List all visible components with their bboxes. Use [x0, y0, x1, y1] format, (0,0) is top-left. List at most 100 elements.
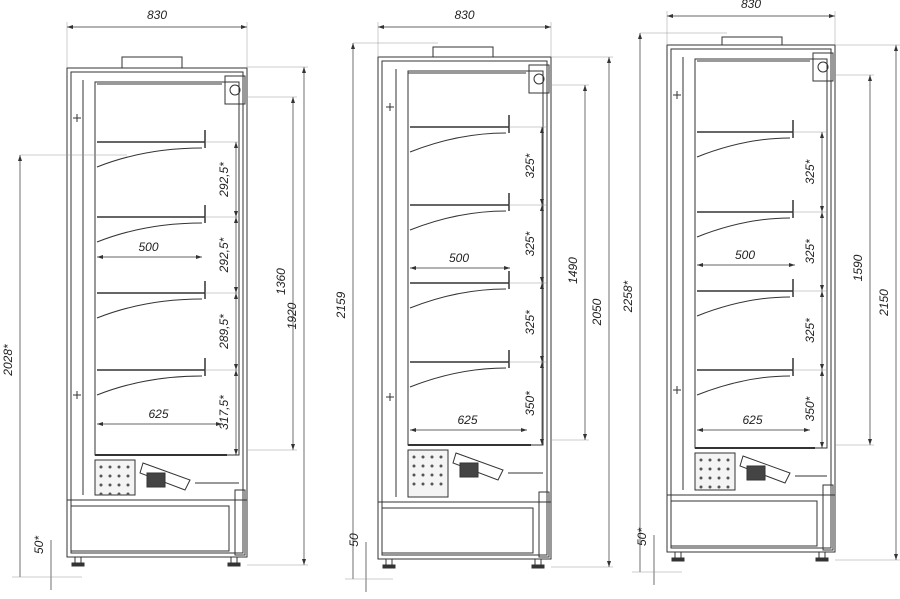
inner-height-label: 1590	[851, 254, 865, 281]
deck-depth-label: 625	[742, 413, 762, 427]
panel-hole	[430, 482, 434, 486]
foot-pad	[382, 564, 396, 569]
cabinet-1: 8302028*50*13601920292,5*292,5*289,5*317…	[1, 8, 308, 590]
inner-height-label: 1490	[566, 257, 580, 284]
top-unit	[432, 46, 494, 58]
panel-hole	[699, 485, 703, 489]
panel-hole	[108, 483, 112, 487]
dimension-arrow	[820, 442, 824, 448]
top-unit	[721, 36, 783, 46]
shelf-gap-label: 325*	[803, 159, 817, 184]
body-height-label: 2050	[590, 298, 604, 326]
shelf-bracket	[96, 375, 203, 396]
dimension-arrow	[894, 45, 898, 51]
dimension-arrow	[234, 287, 238, 293]
dimension-arrow	[894, 554, 898, 560]
foot-height-label: 50*	[32, 536, 46, 554]
shelf-gap-label: 325*	[523, 310, 537, 335]
panel-hole	[117, 483, 121, 487]
panel-hole	[708, 476, 712, 480]
dimension-arrow	[521, 428, 527, 432]
shelf-bracket	[96, 298, 203, 319]
panel-hole	[430, 473, 434, 477]
dimension-arrow	[351, 43, 355, 49]
panel-hole	[412, 482, 416, 486]
compressor-housing	[452, 452, 504, 481]
dimension-arrow	[638, 33, 642, 39]
dimension-arrow	[302, 559, 306, 565]
dimension-arrow	[234, 449, 238, 455]
shelf-bracket	[696, 375, 791, 396]
side-panel	[822, 484, 834, 551]
dimension-arrow	[820, 285, 824, 291]
cabinet-inner-frame	[670, 48, 832, 549]
side-panel	[234, 489, 246, 556]
foot-height-label: 50*	[635, 528, 649, 546]
panel-hole	[99, 474, 103, 478]
air-curtain-fan	[812, 52, 834, 82]
foot-pad	[71, 562, 85, 567]
cabinet-body	[377, 56, 552, 560]
dimension-arrow	[804, 428, 810, 432]
panel-hole	[439, 455, 443, 459]
panel-hole	[717, 458, 721, 462]
dimension-arrow	[868, 75, 872, 81]
panel-hole	[699, 458, 703, 462]
dimension-arrow	[545, 25, 551, 29]
dimension-arrow	[234, 370, 238, 376]
base-panel	[670, 500, 818, 547]
dimension-arrow	[234, 211, 238, 217]
side-panel	[538, 491, 550, 558]
panel-hole	[708, 467, 712, 471]
foot-pad	[227, 562, 241, 567]
foot-pad	[671, 557, 685, 562]
body-height-label: 1920	[285, 302, 299, 329]
base-panel	[381, 507, 534, 554]
panel-hole	[717, 467, 721, 471]
dimension-arrow	[820, 364, 824, 370]
compressor-housing	[139, 462, 191, 491]
shelf-gap-label: 350*	[523, 391, 537, 416]
shelf-depth-label: 500	[449, 251, 469, 265]
air-curtain-fan	[528, 64, 550, 94]
shelf-depth-label: 500	[138, 240, 158, 254]
panel-hole	[421, 473, 425, 477]
dimension-arrow	[196, 255, 202, 259]
dimension-arrow	[234, 364, 238, 370]
dimension-arrow	[540, 199, 544, 205]
dimension-arrow	[789, 263, 795, 267]
compressor-housing	[739, 455, 791, 484]
shelf-bracket	[409, 288, 507, 309]
dimension-arrow	[540, 277, 544, 283]
total-height-label: 2028*	[1, 344, 15, 377]
top-unit	[121, 56, 183, 69]
dimension-arrow	[697, 428, 703, 432]
panel-hole	[412, 455, 416, 459]
width-dimension-label: 830	[147, 8, 167, 22]
dimension-arrow	[540, 205, 544, 211]
shelf-gap-label: 292,5*	[217, 237, 231, 273]
shelf-bracket	[409, 210, 507, 231]
panel-hole	[699, 476, 703, 480]
body-height-label: 2150	[877, 289, 891, 317]
dimension-arrow	[410, 428, 416, 432]
dimension-arrow	[607, 561, 611, 567]
panel-hole	[108, 492, 112, 496]
panel-hole	[430, 464, 434, 468]
compressor	[459, 462, 479, 478]
shelf-gap-label: 325*	[523, 153, 537, 178]
air-curtain-fan	[224, 75, 246, 105]
dimension-arrow	[234, 217, 238, 223]
dimension-arrow	[820, 370, 824, 376]
total-height-label: 2258*	[621, 280, 635, 313]
dimension-arrow	[697, 263, 703, 267]
dimension-arrow	[291, 444, 295, 450]
panel-hole	[117, 474, 121, 478]
shelf-gap-label: 292,5*	[217, 162, 231, 198]
panel-hole	[126, 465, 130, 469]
shelf-bracket	[696, 137, 791, 158]
width-dimension-label: 830	[741, 0, 761, 11]
dimension-arrow	[540, 127, 544, 133]
deck-depth-label: 625	[148, 407, 168, 421]
